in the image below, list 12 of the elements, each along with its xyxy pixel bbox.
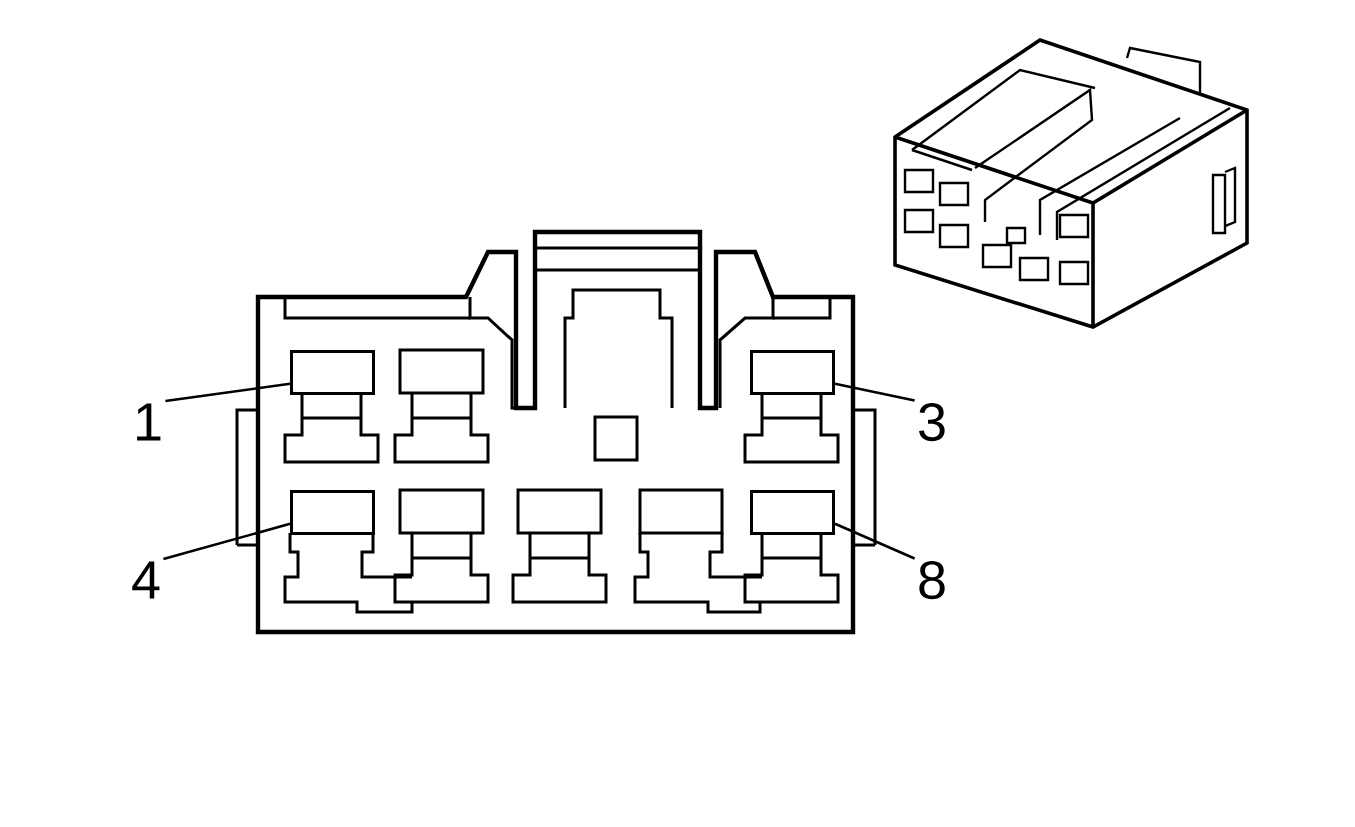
leader-line <box>163 522 291 561</box>
leader-line <box>834 382 915 402</box>
leader-line <box>165 382 291 403</box>
leader-line <box>834 522 916 560</box>
pin-cavity <box>750 350 835 395</box>
pin-cavity <box>290 350 375 395</box>
callout-number: 1 <box>137 403 161 441</box>
callout-number: 8 <box>919 560 945 600</box>
callout-number: 3 <box>919 402 945 442</box>
pin-cavity <box>750 490 835 535</box>
callout-number: 4 <box>132 561 160 599</box>
pin-cavity <box>290 490 375 535</box>
